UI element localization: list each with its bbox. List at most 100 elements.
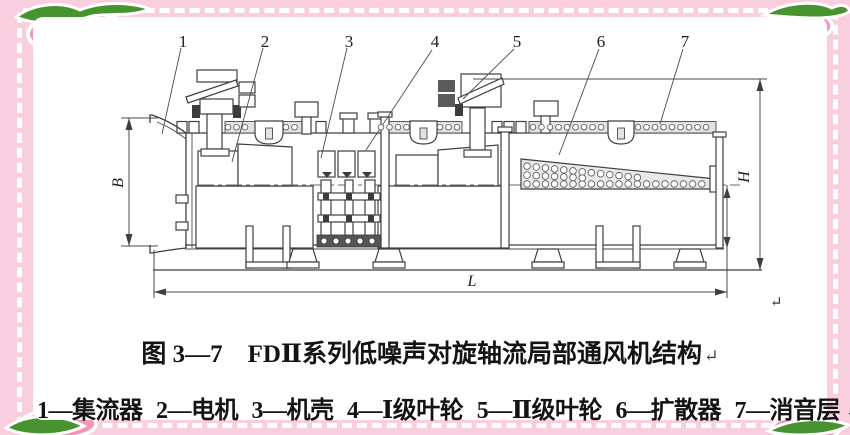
perforation-hole [651,123,659,131]
perforation-hole [702,123,710,131]
dimension-label-L: L [467,273,477,290]
perforation-hole [541,172,550,180]
perforation-hole [320,237,328,245]
perforation-hole [560,180,568,188]
perforation-hole [523,162,531,170]
perforation-hole [578,174,586,182]
perforation-hole [652,180,660,188]
perforation-hole [569,167,577,175]
perforation-hole [386,123,393,131]
perforation-hole [550,180,559,188]
perforation-hole [606,180,614,188]
support-posts [377,111,727,249]
perforation-hole [633,173,642,182]
perforation-hole [688,180,697,188]
perforation-hole [694,123,701,131]
callout-3: 3 [345,32,354,51]
perforation-hole [685,123,693,131]
dimension-label-H: H [736,170,753,184]
paragraph-mark-icon: ↵ [770,295,783,311]
perforation-hole [445,123,452,131]
perforation-hole [569,180,577,188]
perforation-hole [677,123,684,131]
callout-numbers: 1 2 3 4 5 6 7 [179,32,690,51]
callout-7: 7 [681,32,690,51]
perforation-hole [356,237,364,245]
perforation-hole [698,180,706,188]
perforation-hole [563,123,571,131]
perforation-hole [291,123,298,131]
legend-item-2: 2—电机 [156,398,239,424]
perforation-hole [241,123,249,131]
dimension-label-B: B [110,178,127,188]
perforation-hole [668,123,676,131]
perforation-hole [560,173,568,181]
perforation-hole [394,123,402,131]
perforation-hole [555,123,562,131]
dimension-B: B [110,117,158,247]
perforation-hole [589,123,596,131]
perforation-hole [670,180,678,188]
legend-item-6: 6—扩散器 [615,398,721,424]
perforation-hole [332,237,340,245]
perforation-hole [538,123,545,131]
perforation-hole [634,123,642,131]
perforation-hole [580,123,588,131]
figure-legend: 1—集流器 2—电机 3—机壳 4—Ⅰ级叶轮 5—Ⅱ级叶轮 6—扩散器 7—消音… [33,390,850,425]
dashed-frame-border [17,8,838,428]
callout-4: 4 [431,32,440,51]
perforation-hole [233,123,240,131]
perforation-hole [624,180,632,188]
perforation-hole [660,123,667,131]
perforation-hole [679,180,688,188]
perforation-hole [550,165,559,173]
perforation-hole [368,237,376,245]
perforation-hole [597,123,605,131]
legend-item-1: 1—集流器 [37,398,143,424]
perforation-hole [642,180,651,188]
dimension-H: H [473,78,767,298]
perforation-hole [596,169,605,178]
legend-item-4: 4—Ⅰ级叶轮 [347,398,464,424]
perforation-hole [587,180,596,188]
perforation-hole [587,169,596,177]
perforation-hole [572,123,579,131]
legend-item-5: 5—Ⅱ级叶轮 [476,398,603,424]
perforation-hole [529,123,537,131]
paragraph-mark-icon: ↵ [846,403,850,422]
dimension-L: L [153,250,727,298]
junction-box-assembly-1 [185,69,256,157]
perforation-hole [643,123,650,131]
legend-item-7: 7—消音层 [734,398,840,424]
callout-2: 2 [261,32,270,51]
perforation-hole [615,171,623,180]
top-fitting-boxes [294,100,559,135]
callout-leaders [161,47,684,163]
perforation-hole [550,172,559,181]
perforation-hole [633,180,642,188]
perforation-hole [403,123,410,131]
callout-5: 5 [513,32,522,51]
leaf-icon [3,415,88,435]
callout-6: 6 [597,32,606,51]
perforation-hole [282,123,290,131]
perforation-hole [560,166,568,174]
perforation-hole [624,172,632,181]
middle-coupling [316,150,382,248]
junction-box-assembly-2 [438,73,505,158]
perforation-hole [578,180,586,188]
perforation-hole [453,123,461,131]
paragraph-mark-icon: ↵ [703,346,719,366]
figure-caption: 图 3—7 FDⅡ系列低噪声对旋轴流局部通风机结构↵ [33,334,827,370]
perforation-hole [541,180,550,188]
perforation-hole [532,180,540,188]
legend-item-3: 3—机壳 [251,398,335,424]
perforation-hole [377,123,385,131]
perforation-hole [344,237,352,245]
perforation-hole [224,123,232,131]
callout-1: 1 [179,32,188,51]
perforation-hole [615,180,623,188]
hanger-brackets [254,120,635,145]
